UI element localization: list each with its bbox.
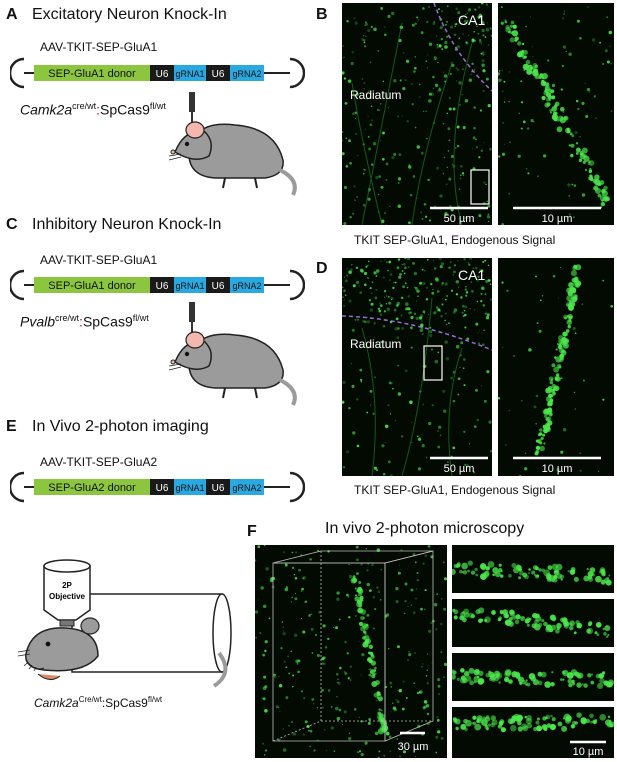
panel-d-hippocampus-image: CA1 Radiatum 50 µm bbox=[342, 258, 492, 476]
panel-a-vector: AAV-TKIT-SEP-GluA1 bbox=[40, 40, 158, 54]
svg-text:10 µm: 10 µm bbox=[542, 463, 573, 475]
svg-text:Objective: Objective bbox=[49, 592, 86, 601]
two-photon-setup-illustration: 2P Objective bbox=[17, 559, 232, 688]
panel-e-vector: AAV-TKIT-SEP-GluA2 bbox=[40, 455, 158, 469]
svg-text:U6: U6 bbox=[156, 281, 169, 292]
panel-b-caption: TKIT SEP-GluA1, Endogenous Signal bbox=[354, 233, 556, 247]
panel-e-genotype: Camk2aCre/wt:SpCas9fl/wt bbox=[34, 695, 163, 710]
panel-label-a: A bbox=[6, 6, 18, 23]
dendrite-strip-1 bbox=[452, 545, 614, 593]
panel-a-genotype: Camk2acre/wt:SpCas9fl/wt bbox=[20, 101, 166, 118]
svg-text:gRNA1: gRNA1 bbox=[175, 281, 204, 291]
panel-b-dendrite-zoom: 10 µm bbox=[498, 3, 614, 225]
panel-b-hippocampus-image: CA1 Radiatum 50 µm bbox=[342, 3, 492, 225]
panel-c-title: Inhibitory Neuron Knock-In bbox=[32, 216, 222, 233]
svg-text:U6: U6 bbox=[156, 483, 169, 494]
svg-text:U6: U6 bbox=[212, 483, 225, 494]
svg-text:gRNA1: gRNA1 bbox=[175, 69, 204, 79]
svg-text:CA1: CA1 bbox=[458, 12, 485, 28]
panel-label-e: E bbox=[6, 418, 17, 435]
panel-label-d: D bbox=[316, 260, 328, 277]
svg-text:10 µm: 10 µm bbox=[542, 213, 573, 225]
svg-text:gRNA2: gRNA2 bbox=[232, 281, 261, 291]
donor-segment bbox=[34, 65, 150, 81]
panel-d-dendrite-zoom: 10 µm bbox=[498, 258, 614, 476]
itr-left-icon bbox=[10, 269, 25, 301]
svg-text:50 µm: 50 µm bbox=[444, 213, 475, 225]
svg-text:U6: U6 bbox=[156, 69, 169, 80]
dendrite-strip-2 bbox=[452, 599, 614, 647]
svg-text:gRNA2: gRNA2 bbox=[232, 69, 261, 79]
panel-label-f: F bbox=[247, 523, 257, 540]
svg-text:gRNA2: gRNA2 bbox=[232, 483, 261, 493]
dendrite-strip-4: 10 µm bbox=[452, 707, 614, 758]
itr-right-icon bbox=[289, 269, 305, 301]
svg-text:gRNA1: gRNA1 bbox=[175, 483, 204, 493]
svg-text:U6: U6 bbox=[212, 69, 225, 80]
donor-segment bbox=[34, 479, 150, 495]
svg-text:2P: 2P bbox=[62, 581, 72, 590]
svg-text:30 µm: 30 µm bbox=[398, 741, 429, 753]
svg-text:50 µm: 50 µm bbox=[444, 463, 475, 475]
donor-label: SEP-GluA2 donor bbox=[48, 482, 136, 494]
svg-text:CA1: CA1 bbox=[458, 267, 485, 283]
panel-e-title: In Vivo 2-photon imaging bbox=[32, 418, 209, 435]
panel-label-b: B bbox=[316, 6, 328, 23]
panel-label-c: C bbox=[6, 216, 18, 233]
volume-bounding-box bbox=[272, 550, 434, 742]
panel-c-construct: SEP-GluA1 donor U6 gRNA1 U6 gRNA2 bbox=[10, 269, 305, 301]
panel-a-title: Excitatory Neuron Knock-In bbox=[32, 6, 227, 23]
svg-text:U6: U6 bbox=[212, 281, 225, 292]
panel-a-construct: SEP-GluA1 donor U6 gRNA1 U6 gRNA2 bbox=[10, 57, 305, 89]
itr-left-icon bbox=[10, 471, 25, 503]
donor-segment bbox=[34, 277, 150, 293]
panel-f-title: In vivo 2-photon microscopy bbox=[325, 520, 525, 537]
panel-f-volume-render: 30 µm bbox=[255, 545, 447, 758]
panel-e-construct: SEP-GluA2 donor U6 gRNA1 U6 gRNA2 bbox=[10, 471, 305, 503]
dendrite-strip-3 bbox=[452, 653, 614, 701]
mouse-icon bbox=[168, 302, 297, 406]
svg-text:Radiatum: Radiatum bbox=[350, 88, 401, 102]
panel-d-caption: TKIT SEP-GluA1, Endogenous Signal bbox=[354, 483, 556, 497]
svg-text:Radiatum: Radiatum bbox=[350, 337, 401, 351]
donor-label: SEP-GluA1 donor bbox=[48, 280, 136, 292]
donor-label: SEP-GluA1 donor bbox=[48, 68, 136, 80]
itr-right-icon bbox=[289, 471, 305, 503]
panel-c-vector: AAV-TKIT-SEP-GluA1 bbox=[40, 253, 158, 267]
svg-text:10 µm: 10 µm bbox=[573, 746, 604, 758]
itr-left-icon bbox=[10, 57, 25, 89]
mouse-icon bbox=[168, 92, 297, 196]
panel-f-dendrite-strips: 10 µm bbox=[452, 545, 614, 758]
itr-right-icon bbox=[289, 57, 305, 89]
roi-box bbox=[423, 345, 443, 381]
panel-c-genotype: Pvalbcre/wt:SpCas9fl/wt bbox=[20, 313, 149, 330]
roi-box bbox=[470, 169, 490, 205]
